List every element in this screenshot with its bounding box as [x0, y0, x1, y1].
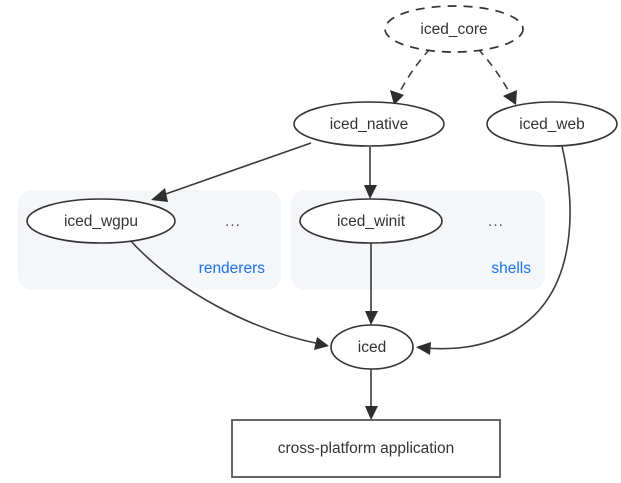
node-iced-web-label: iced_web — [519, 116, 585, 133]
edge-iced-winit-to-iced — [365, 243, 378, 325]
node-iced-core[interactable]: iced_core — [384, 5, 524, 53]
node-iced-wgpu[interactable]: iced_wgpu — [26, 198, 176, 244]
group-label-renderers: renderers — [199, 260, 266, 277]
edge-iced-native-to-iced-winit — [364, 147, 377, 199]
node-iced[interactable]: iced — [330, 324, 414, 370]
node-iced-winit[interactable]: iced_winit — [299, 198, 443, 244]
edge-iced-wgpu-to-iced — [128, 238, 329, 350]
node-iced-native-label: iced_native — [330, 116, 408, 133]
node-iced-core-label: iced_core — [420, 21, 487, 38]
edge-iced-web-to-iced — [416, 145, 571, 355]
node-iced-core-shape[interactable] — [384, 5, 524, 53]
node-application-label: cross-platform application — [278, 440, 455, 457]
node-application[interactable]: cross-platform application — [231, 419, 501, 478]
node-iced-wgpu-shape[interactable] — [26, 198, 176, 244]
node-iced-label: iced — [358, 339, 386, 356]
edge-iced-core-to-iced-native — [390, 48, 431, 105]
node-iced-web-shape[interactable] — [486, 101, 618, 147]
node-application-shape[interactable] — [231, 419, 501, 478]
shells-ellipsis: ... — [488, 213, 504, 230]
node-iced-wgpu-label: iced_wgpu — [64, 213, 138, 230]
node-iced-shape[interactable] — [330, 324, 414, 370]
renderers-ellipsis: ... — [225, 213, 241, 230]
edge-iced-core-to-iced-web — [477, 48, 517, 105]
group-label-shells: shells — [491, 260, 531, 277]
node-iced-winit-label: iced_winit — [337, 213, 406, 230]
edge-iced-native-to-iced-wgpu — [151, 142, 312, 202]
node-iced-native-shape[interactable] — [293, 101, 445, 147]
node-iced-winit-shape[interactable] — [299, 198, 443, 244]
node-iced-native[interactable]: iced_native — [293, 101, 445, 147]
edge-iced-to-application — [365, 369, 378, 420]
node-iced-web[interactable]: iced_web — [486, 101, 618, 147]
